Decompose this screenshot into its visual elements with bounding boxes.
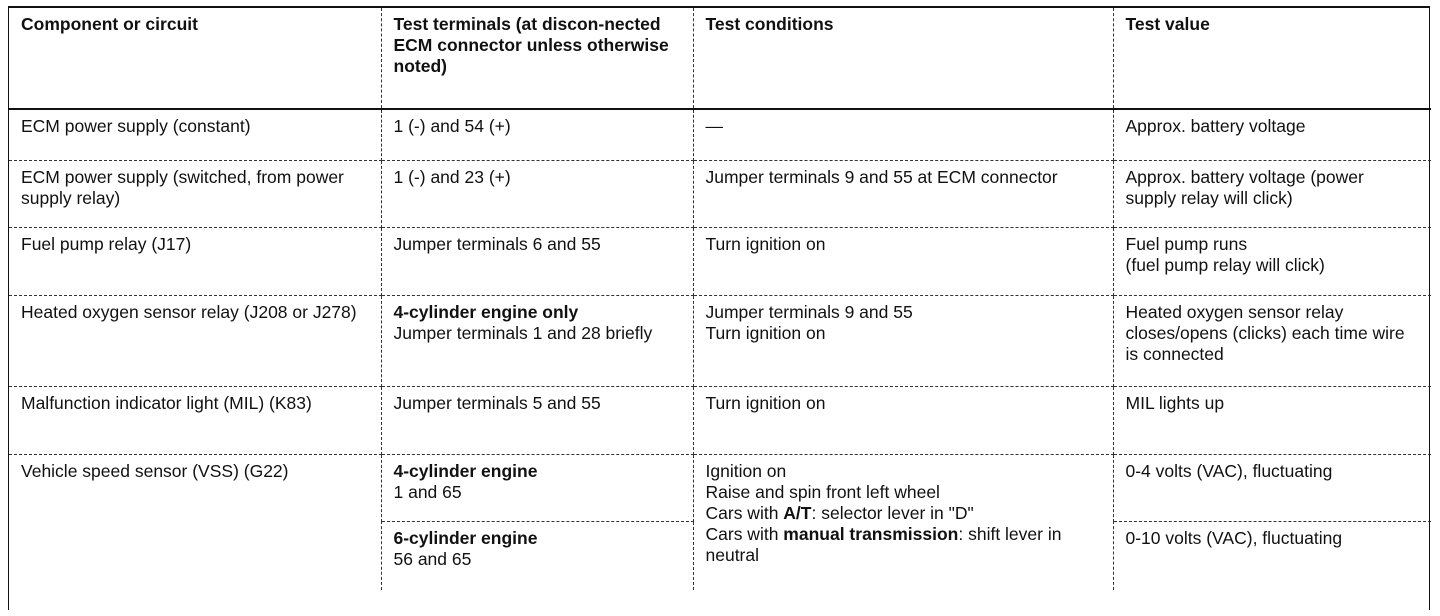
- condition-line: Jumper terminals 9 and 55: [705, 302, 913, 322]
- cell-component: Heated oxygen sensor relay (J208 or J278…: [9, 295, 382, 387]
- cell-value: Heated oxygen sensor relay closes/opens …: [1113, 295, 1431, 387]
- cell-value: Approx. battery voltage: [1113, 109, 1431, 161]
- cell-component: Malfunction indicator light (MIL) (K83): [9, 386, 382, 455]
- condition-line: Raise and spin front left wheel: [705, 482, 940, 502]
- cell-component: ECM power supply (switched, from power s…: [9, 160, 382, 228]
- cell-terminals: 1 (-) and 23 (+): [381, 160, 694, 228]
- value-line: (fuel pump relay will click): [1125, 255, 1325, 275]
- cell-value: Fuel pump runs (fuel pump relay will cli…: [1113, 227, 1431, 296]
- cell-terminals: 1 (-) and 54 (+): [381, 109, 694, 161]
- condition-line: Cars with manual transmission: shift lev…: [706, 524, 1101, 566]
- cell-component: Vehicle speed sensor (VSS) (G22): [9, 454, 382, 590]
- cell-value: MIL lights up: [1113, 386, 1431, 455]
- cell-terminals: 6-cylinder engine 56 and 65: [381, 521, 694, 590]
- condition-text: : selector lever in "D": [811, 503, 974, 523]
- table-row: ECM power supply (switched, from power s…: [9, 160, 1431, 228]
- spec-table-container: Component or circuit Test terminals (at …: [8, 6, 1431, 610]
- terminals-text: 1 and 65: [393, 482, 462, 502]
- cell-component: ECM power supply (constant): [9, 109, 382, 161]
- table-row: Heated oxygen sensor relay (J208 or J278…: [9, 295, 1431, 387]
- table-row: ECM power supply (constant) 1 (-) and 54…: [9, 109, 1431, 161]
- cell-conditions: Jumper terminals 9 and 55 Turn ignition …: [693, 295, 1114, 387]
- cell-conditions: Turn ignition on: [693, 227, 1114, 296]
- condition-emphasis: manual transmission: [783, 524, 959, 544]
- condition-line: Turn ignition on: [705, 323, 826, 343]
- table-row: Vehicle speed sensor (VSS) (G22) 4-cylin…: [9, 454, 1431, 590]
- table-row: Fuel pump relay (J17) Jumper terminals 6…: [9, 227, 1431, 296]
- engine-note: 4-cylinder engine only: [393, 302, 579, 322]
- cell-terminals: Jumper terminals 6 and 55: [381, 227, 694, 296]
- condition-text: Cars with: [705, 503, 784, 523]
- header-conditions: Test conditions: [693, 8, 1114, 110]
- condition-text: Cars with: [705, 524, 784, 544]
- header-component: Component or circuit: [9, 8, 382, 110]
- cell-conditions: Jumper terminals 9 and 55 at ECM connect…: [693, 160, 1114, 228]
- cell-value: 0-4 volts (VAC), fluctuating: [1113, 454, 1431, 522]
- cell-conditions: Turn ignition on: [693, 386, 1114, 455]
- condition-line: Cars with A/T: selector lever in "D": [706, 503, 1101, 524]
- condition-line: Ignition on: [705, 461, 787, 481]
- header-value: Test value: [1113, 8, 1431, 110]
- condition-text: : shift lever in neutral: [705, 524, 1062, 565]
- terminals-text: Jumper terminals 1 and 28 briefly: [393, 323, 653, 343]
- engine-note: 4-cylinder engine: [393, 461, 538, 481]
- table-row: 6-cylinder engine 56 and 65 0-10 volts (…: [9, 521, 1431, 590]
- cell-conditions: Ignition on Raise and spin front left wh…: [693, 454, 1114, 590]
- table-row: Malfunction indicator light (MIL) (K83) …: [9, 386, 1431, 455]
- cell-conditions: —: [693, 109, 1114, 161]
- engine-note: 6-cylinder engine: [393, 528, 538, 548]
- spec-table: Component or circuit Test terminals (at …: [9, 8, 1431, 590]
- value-line: Fuel pump runs: [1125, 234, 1248, 254]
- terminals-text: 56 and 65: [393, 549, 472, 569]
- cell-terminals: 4-cylinder engine only Jumper terminals …: [381, 295, 694, 387]
- header-terminals: Test terminals (at discon-nected ECM con…: [381, 8, 694, 110]
- cell-component: Fuel pump relay (J17): [9, 227, 382, 296]
- cell-terminals: 4-cylinder engine 1 and 65: [381, 454, 694, 522]
- cell-terminals: Jumper terminals 5 and 55: [381, 386, 694, 455]
- cell-value: Approx. battery voltage (power supply re…: [1113, 160, 1431, 228]
- header-row: Component or circuit Test terminals (at …: [9, 8, 1431, 110]
- condition-emphasis: A/T: [783, 503, 812, 523]
- cell-value: 0-10 volts (VAC), fluctuating: [1125, 528, 1343, 548]
